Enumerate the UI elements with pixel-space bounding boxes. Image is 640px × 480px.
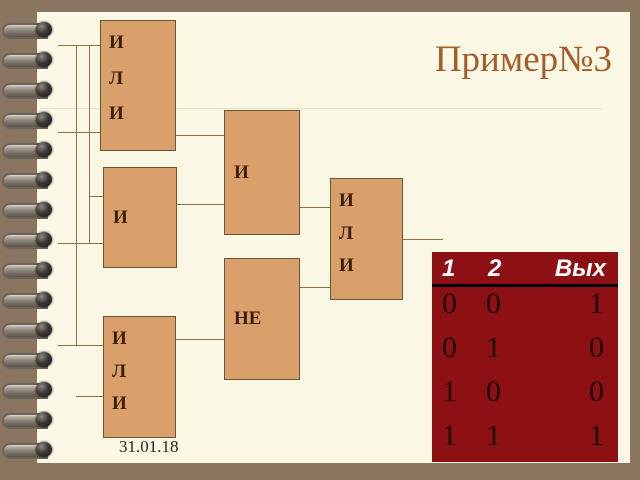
cell-input-2: 1 <box>486 331 501 364</box>
binding-ring <box>2 412 60 429</box>
cell-output: 0 <box>589 331 604 364</box>
wire-or2-out <box>403 239 443 240</box>
binding-ring-bead <box>36 142 52 157</box>
binding-ring <box>2 82 60 99</box>
binding-ring <box>2 142 60 159</box>
truth-table-header: 1 2 Вых <box>432 252 618 287</box>
gate-label: И <box>109 32 124 53</box>
binding-ring <box>2 352 60 369</box>
logic-gate-and2[interactable]: И <box>224 110 300 235</box>
cell-input-1: 1 <box>442 419 457 452</box>
gate-label: И <box>234 161 249 183</box>
binding-ring-bead <box>36 82 52 97</box>
cell-output: 1 <box>589 287 604 320</box>
binding-ring <box>2 232 60 249</box>
wire-in-2 <box>58 132 103 133</box>
cell-output: 1 <box>589 419 604 452</box>
cell-input-2: 1 <box>486 419 501 452</box>
th-output: Вых <box>554 255 606 282</box>
cell-input-1: 0 <box>442 287 457 320</box>
binding-ring <box>2 22 60 39</box>
gate-label: И <box>113 206 128 228</box>
gate-label: И <box>339 255 354 277</box>
binding-ring-bead <box>36 442 52 457</box>
binding-ring-bead <box>36 52 52 67</box>
binding-ring <box>2 262 60 279</box>
binding-ring <box>2 202 60 219</box>
wire-bus-a <box>76 45 77 345</box>
binding-ring-bead <box>36 352 52 367</box>
cell-input-1: 1 <box>442 375 457 408</box>
wire-and1-in2 <box>76 243 105 244</box>
wire-and1-out <box>177 204 226 205</box>
binding-ring <box>2 322 60 339</box>
binding-ring-bead <box>36 292 52 307</box>
binding-ring-bead <box>36 112 52 127</box>
gate-label: Л <box>339 222 354 244</box>
binding-ring-bead <box>36 382 52 397</box>
binding-ring <box>2 112 60 129</box>
gate-label: И <box>109 103 124 125</box>
cell-input-2: 0 <box>486 287 501 320</box>
binding-ring-bead <box>36 412 52 427</box>
wire-in-4 <box>58 345 103 346</box>
wire-or3-in2 <box>76 396 105 397</box>
binding-ring-bead <box>36 172 52 187</box>
gate-label: НЕ <box>234 308 262 329</box>
wire-in-1 <box>58 45 103 46</box>
logic-gate-and1[interactable]: И <box>103 167 177 268</box>
binding-ring-bead <box>36 202 52 217</box>
binding-ring <box>2 442 60 459</box>
wire-or1-out <box>176 135 226 136</box>
wire-or3-out <box>176 339 226 340</box>
page-title: Пример№3 <box>434 39 612 80</box>
binding-ring <box>2 292 60 309</box>
gate-label: И <box>339 190 354 211</box>
binding-ring-bead <box>36 262 52 277</box>
title-divider <box>40 108 603 109</box>
gate-label: Л <box>109 67 124 89</box>
binding-ring-bead <box>36 322 52 337</box>
gate-label: И <box>112 328 127 349</box>
wire-or3-in1 <box>89 345 105 346</box>
th-input-2: 2 <box>488 255 502 282</box>
wire-not1-out <box>300 287 332 288</box>
wire-bus-b <box>89 45 90 243</box>
cell-output: 0 <box>589 375 604 408</box>
binding-ring <box>2 382 60 399</box>
binding-ring <box>2 172 60 189</box>
binding-ring-bead <box>36 22 52 37</box>
binding-ring <box>2 52 60 69</box>
binding-ring-bead <box>36 232 52 247</box>
gate-label: И <box>112 393 127 415</box>
cell-input-2: 0 <box>486 375 501 408</box>
cell-input-1: 0 <box>442 331 457 364</box>
wire-and2-out <box>300 207 332 208</box>
th-input-1: 1 <box>442 255 456 282</box>
slide-date: 31.01.18 <box>119 437 179 456</box>
logic-gate-not1[interactable]: НЕ <box>224 258 300 380</box>
gate-label: Л <box>112 360 127 382</box>
wire-and1-in1 <box>89 196 105 197</box>
spiral-binding <box>0 0 70 480</box>
